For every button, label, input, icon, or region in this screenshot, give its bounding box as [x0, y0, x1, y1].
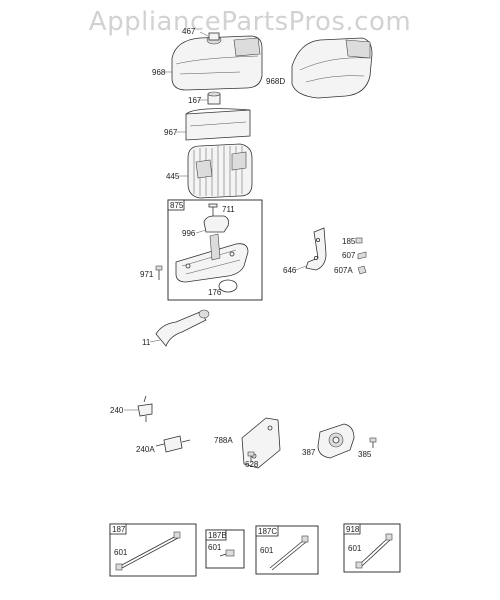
label-875: 875	[170, 201, 184, 210]
label-240A: 240A	[136, 445, 155, 454]
watermark-text: AppliancePartsPros.com	[89, 7, 411, 37]
label-601-d: 601	[348, 544, 362, 553]
label-607A: 607A	[334, 266, 353, 275]
label-387: 387	[302, 448, 316, 457]
air-cleaner-cover-968D[interactable]	[291, 37, 373, 99]
fuel-filter-240[interactable]	[137, 395, 153, 422]
label-601-b: 601	[208, 543, 222, 552]
label-445: 445	[166, 172, 180, 181]
label-918: 918	[346, 525, 360, 534]
label-11: 11	[142, 338, 151, 347]
label-176: 176	[208, 288, 222, 297]
label-971: 971	[140, 270, 154, 279]
fuel-line-box-187B[interactable]: 187B 601	[205, 529, 245, 569]
nut-185[interactable]	[355, 237, 363, 244]
label-185: 185	[342, 237, 356, 246]
screw-607[interactable]	[357, 251, 367, 260]
fuel-filter-240A[interactable]	[155, 435, 191, 453]
fuel-line-601-a	[119, 535, 177, 567]
label-788A: 788A	[214, 436, 233, 445]
plate-996[interactable]	[203, 215, 229, 233]
label-187C: 187C	[258, 527, 277, 536]
air-cleaner-cover-968[interactable]	[171, 35, 263, 91]
label-968D: 968D	[266, 77, 285, 86]
label-646: 646	[283, 266, 297, 275]
label-240: 240	[110, 406, 124, 415]
filter-cartridge-445[interactable]	[187, 143, 253, 199]
label-628: 628	[245, 460, 259, 469]
knob-467[interactable]	[206, 32, 222, 45]
label-967: 967	[164, 128, 178, 137]
screw-628[interactable]	[247, 451, 255, 462]
fuel-line-box-187[interactable]: 187 601	[109, 523, 197, 577]
label-187B: 187B	[208, 531, 227, 540]
label-167: 167	[188, 96, 202, 105]
assembly-box-875[interactable]: 875	[167, 199, 263, 301]
fuel-line-box-918[interactable]: 918 601	[343, 523, 401, 573]
pre-cleaner-967[interactable]	[185, 108, 251, 141]
fuel-line-box-187C[interactable]: 187C 601	[255, 525, 319, 575]
screw-711[interactable]	[208, 203, 218, 216]
label-711: 711	[222, 205, 235, 214]
housing-387[interactable]	[317, 423, 355, 459]
label-996: 996	[182, 229, 196, 238]
bolt-971[interactable]	[155, 265, 163, 280]
label-187: 187	[112, 525, 126, 534]
label-607: 607	[342, 251, 356, 260]
grommet-167[interactable]	[207, 91, 221, 105]
label-601-a: 601	[114, 548, 128, 557]
elbow-tube-11[interactable]	[155, 309, 210, 347]
label-601-c: 601	[260, 546, 274, 555]
label-385: 385	[358, 450, 372, 459]
gasket-176[interactable]	[218, 279, 238, 293]
bracket-646[interactable]	[305, 227, 327, 271]
screw-385[interactable]	[369, 437, 377, 448]
screw-607A[interactable]	[357, 265, 367, 275]
label-968: 968	[152, 68, 166, 77]
air-cleaner-base[interactable]	[175, 233, 249, 283]
label-467: 467	[182, 27, 196, 36]
